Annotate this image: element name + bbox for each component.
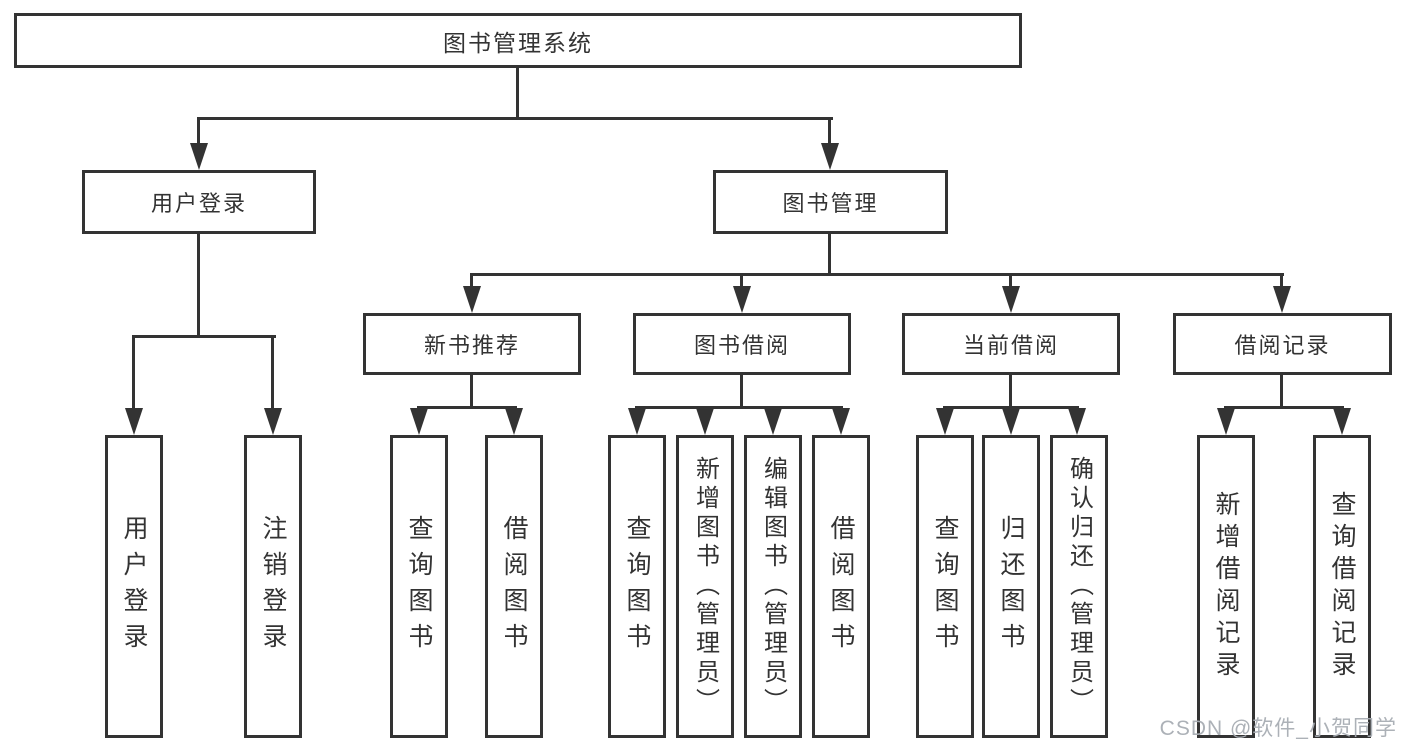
connector-new-books-bar	[417, 406, 517, 409]
connector-root-stem	[516, 68, 519, 119]
leaf-recommend-borrow-books: 借阅图书	[485, 435, 543, 738]
connector-book-mgmt-stem	[828, 234, 831, 275]
arrowhead-book-mgmt	[821, 143, 839, 170]
node-current-borrow-label: 当前借阅	[962, 333, 1059, 358]
arrowhead-cb-query	[936, 408, 954, 435]
node-borrow-records: 借阅记录	[1173, 313, 1392, 375]
connector-user-login-bar	[132, 335, 276, 338]
connector-drop-user-login	[197, 117, 200, 147]
node-user-login-label: 用户登录	[150, 191, 247, 216]
arrowhead-recommend-query	[410, 408, 428, 435]
connector-user-login-stem	[197, 234, 200, 337]
node-borrow-records-label: 借阅记录	[1234, 333, 1331, 358]
node-root-label: 图书管理系统	[443, 29, 593, 56]
leaf-recommend-query-books: 查询图书	[390, 435, 448, 738]
leaf-borrow-query-books-label: 查询图书	[623, 514, 651, 659]
leaf-borrow-edit-books-admin-label: 编辑图书（管理员）	[759, 456, 787, 717]
arrowhead-borrow-records	[1273, 286, 1291, 313]
leaf-current-query-books-label: 查询图书	[931, 514, 959, 659]
arrowhead-cb-confirm	[1068, 408, 1086, 435]
leaf-borrow-add-books-admin: 新增图书（管理员）	[676, 435, 734, 738]
arrowhead-br-query	[1333, 408, 1351, 435]
connector-drop-new-books	[470, 273, 473, 290]
leaf-logout-label: 注销登录	[259, 514, 287, 659]
arrowhead-bb-query	[628, 408, 646, 435]
leaf-current-confirm-return-admin: 确认归还（管理员）	[1050, 435, 1108, 738]
arrowhead-bb-edit	[764, 408, 782, 435]
connector-level3-bar	[470, 273, 1284, 276]
connector-drop-leaf-logout	[271, 335, 274, 412]
connector-drop-book-borrow	[740, 273, 743, 290]
leaf-borrow-add-books-admin-label: 新增图书（管理员）	[691, 456, 719, 717]
leaf-current-return-books-label: 归还图书	[997, 514, 1025, 659]
leaf-records-query-record-label: 查询借阅记录	[1328, 490, 1356, 683]
leaf-records-query-record: 查询借阅记录	[1313, 435, 1371, 738]
node-book-management-label: 图书管理	[782, 191, 879, 216]
leaf-current-confirm-return-admin-label: 确认归还（管理员）	[1065, 456, 1093, 717]
connector-current-borrow-stem	[1009, 375, 1012, 408]
leaf-recommend-borrow-books-label: 借阅图书	[500, 514, 528, 659]
connector-book-borrow-stem	[740, 375, 743, 408]
node-book-borrow-label: 图书借阅	[693, 333, 790, 358]
connector-borrow-records-stem	[1280, 375, 1283, 408]
arrowhead-book-borrow	[733, 286, 751, 313]
arrowhead-new-books	[463, 286, 481, 313]
arrowhead-bb-add	[696, 408, 714, 435]
node-current-borrow: 当前借阅	[902, 313, 1120, 375]
leaf-recommend-query-books-label: 查询图书	[405, 514, 433, 659]
leaf-current-query-books: 查询图书	[916, 435, 974, 738]
connector-borrow-records-bar	[1224, 406, 1344, 409]
connector-book-borrow-bar	[635, 406, 843, 409]
arrowhead-leaf-user-login	[125, 408, 143, 435]
arrowhead-current-borrow	[1002, 286, 1020, 313]
connector-drop-leaf-user-login	[132, 335, 135, 412]
node-book-management: 图书管理	[713, 170, 948, 234]
arrowhead-recommend-borrow	[505, 408, 523, 435]
leaf-borrow-borrow-books: 借阅图书	[812, 435, 870, 738]
arrowhead-br-add	[1217, 408, 1235, 435]
node-new-book-recommend-label: 新书推荐	[423, 333, 520, 358]
connector-drop-book-mgmt	[828, 117, 831, 147]
leaf-borrow-edit-books-admin: 编辑图书（管理员）	[744, 435, 802, 738]
arrowhead-leaf-logout	[264, 408, 282, 435]
leaf-borrow-borrow-books-label: 借阅图书	[827, 514, 855, 659]
arrowhead-user-login	[190, 143, 208, 170]
node-new-book-recommend: 新书推荐	[363, 313, 581, 375]
csdn-watermark: CSDN @软件_小贺同学	[1159, 717, 1397, 740]
connector-drop-current-borrow	[1009, 273, 1012, 290]
arrowhead-bb-borrow	[832, 408, 850, 435]
leaf-user-login-label: 用户登录	[120, 514, 148, 659]
node-root: 图书管理系统	[14, 13, 1022, 68]
node-book-borrow: 图书借阅	[633, 313, 851, 375]
connector-level2-bar	[197, 117, 833, 120]
leaf-user-login: 用户登录	[105, 435, 163, 738]
leaf-current-return-books: 归还图书	[982, 435, 1040, 738]
arrowhead-cb-return	[1002, 408, 1020, 435]
connector-drop-borrow-records	[1280, 273, 1283, 290]
node-user-login: 用户登录	[82, 170, 316, 234]
leaf-logout: 注销登录	[244, 435, 302, 738]
connector-new-books-stem	[470, 375, 473, 408]
leaf-records-add-record: 新增借阅记录	[1197, 435, 1255, 738]
leaf-records-add-record-label: 新增借阅记录	[1212, 490, 1240, 683]
leaf-borrow-query-books: 查询图书	[608, 435, 666, 738]
connector-current-borrow-bar	[943, 406, 1079, 409]
